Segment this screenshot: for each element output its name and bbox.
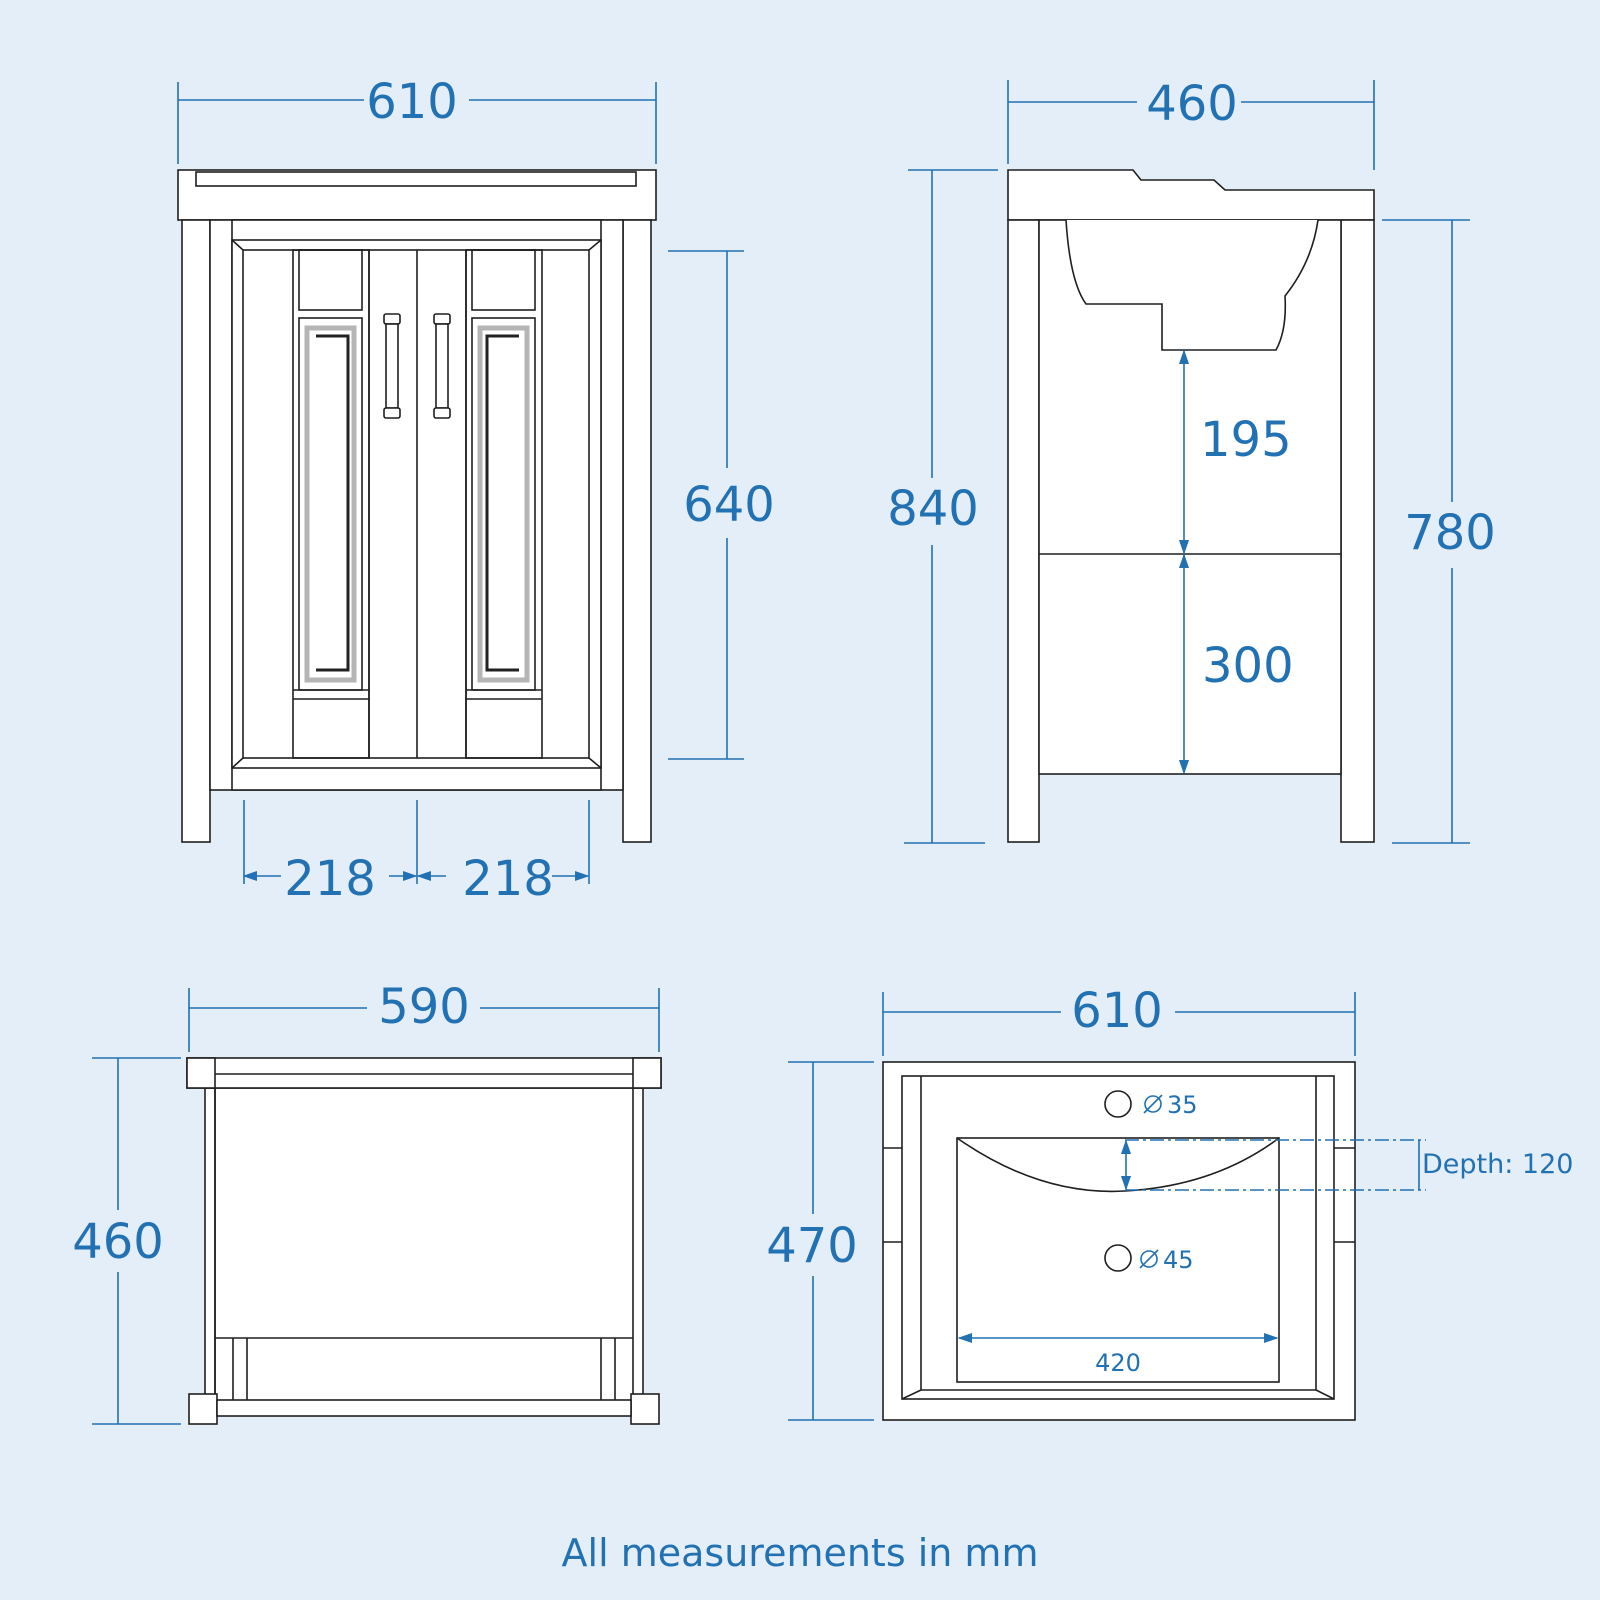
front-door-height-label: 640 — [683, 477, 775, 533]
top-width-label: 590 — [378, 979, 470, 1035]
basin-depth-label: 470 — [766, 1218, 858, 1274]
shelf-height-label: 300 — [1202, 638, 1294, 694]
side-basin-bowl — [1065, 219, 1319, 351]
top-front-right-leg — [630, 1393, 660, 1425]
right-door — [465, 249, 543, 759]
side-view: 460 840 780 195 300 — [887, 76, 1496, 844]
front-right-leg — [622, 219, 652, 843]
top-view: 590 460 — [72, 979, 662, 1425]
diameter-icon — [1143, 1094, 1163, 1114]
measurement-unit-note: All measurements in mm — [562, 1531, 1039, 1575]
bowl-depth-label: Depth: 120 — [1422, 1149, 1573, 1180]
side-front-leg — [1007, 219, 1040, 843]
top-back-rail — [186, 1057, 662, 1089]
side-total-height-label: 840 — [887, 481, 979, 537]
top-depth-label: 460 — [72, 1214, 164, 1270]
tap-hole-icon — [1104, 1090, 1132, 1118]
right-door-handle — [433, 313, 451, 419]
side-cabinet-height-label: 780 — [1404, 505, 1496, 561]
side-worktop — [1007, 169, 1375, 221]
bowl-width-label: 420 — [1095, 1349, 1141, 1377]
upper-gap-label: 195 — [1200, 412, 1292, 468]
side-back-leg — [1340, 219, 1375, 843]
waste-hole-label: 45 — [1163, 1246, 1194, 1274]
side-depth-label: 460 — [1146, 76, 1238, 132]
front-width-label: 610 — [366, 74, 458, 130]
left-door — [292, 249, 370, 759]
door-left-width-label: 218 — [284, 851, 376, 907]
front-left-leg — [181, 219, 211, 843]
tap-hole-label: 35 — [1167, 1091, 1198, 1119]
diameter-icon — [1139, 1249, 1159, 1269]
top-front-left-leg — [188, 1393, 218, 1425]
basin-width-label: 610 — [1071, 983, 1163, 1039]
front-view: 610 640 218 218 — [177, 74, 775, 907]
right-door-glass — [477, 325, 530, 683]
left-door-glass — [304, 325, 357, 683]
front-worktop — [177, 169, 657, 221]
basin-view: 35 45 Depth: 120 420 610 470 — [766, 983, 1573, 1421]
waste-hole-icon — [1104, 1244, 1132, 1272]
door-right-width-label: 218 — [462, 851, 554, 907]
left-door-handle — [383, 313, 401, 419]
